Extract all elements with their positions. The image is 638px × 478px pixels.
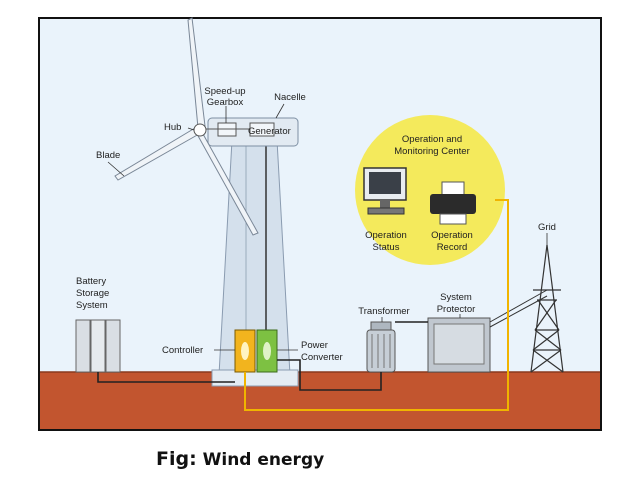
diagram-frame xyxy=(38,17,602,431)
controller-light xyxy=(241,342,249,360)
label-power-converter-line2: Converter xyxy=(301,352,343,363)
label-hub: Hub xyxy=(164,122,181,133)
label-operation-status-line1: Operation xyxy=(365,230,407,241)
printer-output xyxy=(439,213,467,225)
caption-text: Wind energy xyxy=(202,450,325,470)
label-system-protector-line1: System xyxy=(440,292,472,303)
leader-nacelle xyxy=(275,103,285,119)
label-operation-record-line2: Record xyxy=(437,242,468,253)
printer-body xyxy=(430,194,476,214)
label-operation-center-line2: Monitoring Center xyxy=(394,146,470,157)
label-gearbox-line1: Speed-up xyxy=(204,86,245,97)
label-controller: Controller xyxy=(162,345,203,356)
battery-cable xyxy=(97,372,235,383)
label-power-converter-line1: Power xyxy=(301,340,328,351)
battery-unit-3 xyxy=(105,319,121,373)
label-operation-record-line1: Operation xyxy=(431,230,473,241)
monitor-display xyxy=(369,172,401,194)
printer-paper xyxy=(441,181,465,197)
ground xyxy=(40,372,600,429)
label-transformer: Transformer xyxy=(358,306,409,317)
monitor-keyboard xyxy=(367,207,405,215)
label-battery-line1: Battery xyxy=(76,276,106,287)
label-grid: Grid xyxy=(538,222,556,233)
battery-unit-2 xyxy=(90,319,106,373)
signal-wire xyxy=(244,199,509,411)
label-battery-line3: System xyxy=(76,300,108,311)
transformer-top xyxy=(370,321,392,331)
grid-pylon xyxy=(530,244,564,373)
label-operation-center-line1: Operation and xyxy=(402,134,462,145)
label-battery-line2: Storage xyxy=(76,288,109,299)
label-generator: Generator xyxy=(248,126,291,137)
hub xyxy=(193,123,207,137)
converter-transformer-cable xyxy=(277,359,382,391)
caption-prefix: Fig: xyxy=(156,448,197,470)
transformer-body xyxy=(366,329,396,373)
system-protector-panel xyxy=(433,323,485,365)
label-system-protector-line2: Protector xyxy=(437,304,476,315)
label-gearbox-line2: Gearbox xyxy=(207,97,244,108)
label-operation-status-line2: Status xyxy=(373,242,400,253)
grid-line-1 xyxy=(489,289,548,323)
label-blade: Blade xyxy=(96,150,120,161)
figure-caption: Fig: Wind energy xyxy=(156,448,324,470)
leader-blade xyxy=(107,161,125,177)
monitor-stand xyxy=(380,200,390,208)
leader-hub xyxy=(187,127,195,131)
operation-center-circle xyxy=(355,115,505,265)
grid-line-2 xyxy=(489,295,548,328)
label-nacelle: Nacelle xyxy=(274,92,306,103)
battery-unit-1 xyxy=(75,319,91,373)
converter-light xyxy=(263,342,271,360)
